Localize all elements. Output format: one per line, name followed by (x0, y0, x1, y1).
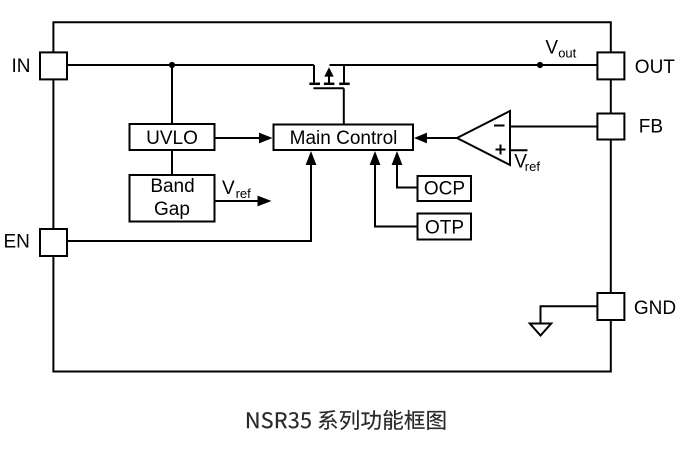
svg-text:GND: GND (634, 298, 676, 319)
svg-text:V: V (514, 151, 527, 172)
svg-text:IN: IN (12, 56, 31, 77)
svg-text:UVLO: UVLO (146, 128, 198, 149)
svg-text:V: V (222, 178, 235, 199)
svg-text:OCP: OCP (424, 179, 465, 200)
svg-text:ref: ref (236, 186, 252, 201)
svg-text:Band: Band (150, 176, 194, 197)
svg-text:EN: EN (4, 232, 30, 253)
svg-text:V: V (545, 37, 558, 58)
svg-text:Gap: Gap (154, 199, 190, 220)
svg-text:out: out (558, 46, 576, 61)
svg-text:ref: ref (525, 159, 541, 174)
svg-text:OUT: OUT (635, 57, 676, 78)
svg-text:OTP: OTP (425, 217, 464, 238)
svg-text:FB: FB (639, 117, 663, 138)
svg-text:Main Control: Main Control (290, 128, 398, 149)
